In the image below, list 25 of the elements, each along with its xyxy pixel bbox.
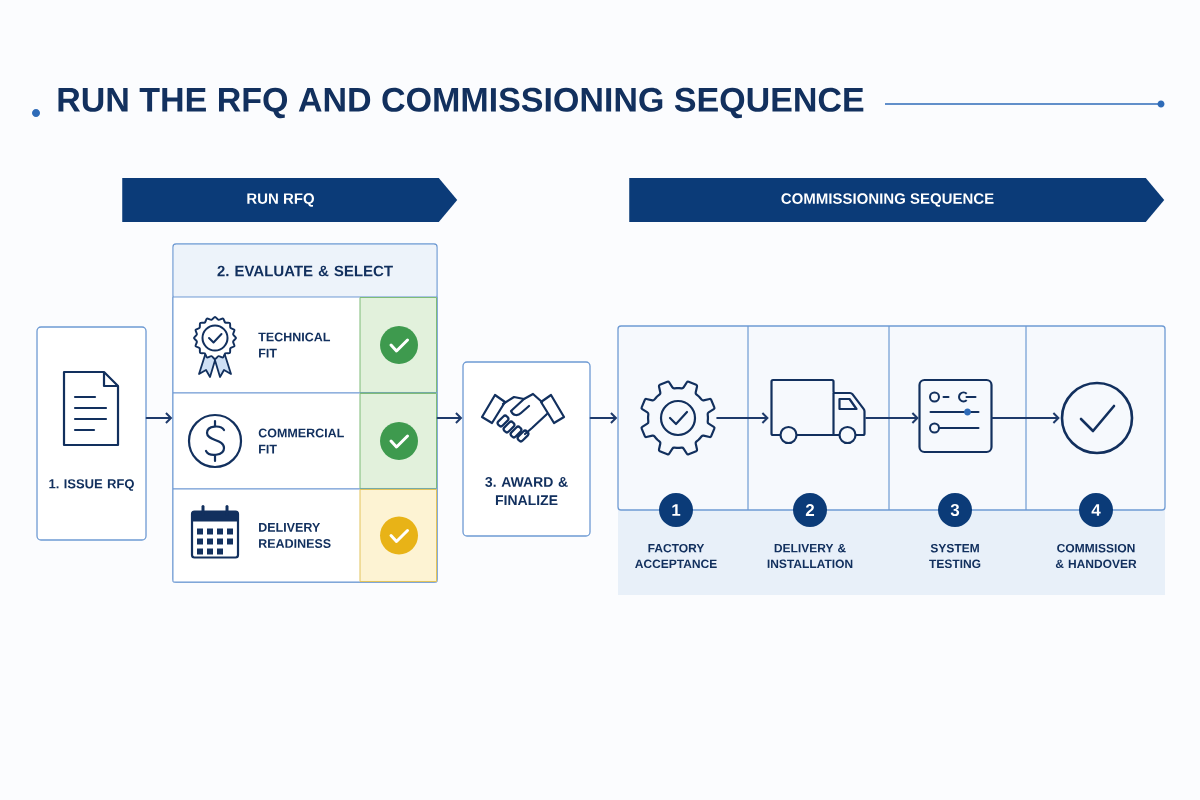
- number-badge: 4: [1079, 493, 1113, 527]
- step-label: SYSTEM TESTING: [929, 543, 981, 569]
- sliders-icon: [918, 378, 993, 454]
- title: RUN THE RFQ AND COMMISSIONING SEQUENCE: [58, 87, 864, 119]
- arrow: [436, 412, 463, 424]
- step-label: COMMISSION & HANDOVER: [1055, 543, 1137, 569]
- process-box: 1. ISSUE RFQ: [36, 326, 147, 541]
- process-box: 3. AWARD & FINALIZE: [462, 361, 591, 537]
- step-label: FACTORY ACCEPTANCE: [635, 543, 717, 569]
- number-badge: 2: [793, 493, 827, 527]
- truck-icon: [770, 378, 866, 445]
- check-circle-icon: [1060, 381, 1134, 455]
- criteria-row: DELIVERY READINESS: [172, 488, 438, 583]
- section-banner: COMMISSIONING SEQUENCE: [629, 178, 1165, 222]
- arrow: [145, 412, 173, 424]
- arrow: [589, 412, 618, 424]
- number-badge: 1: [659, 493, 693, 527]
- arrow: [716, 412, 769, 424]
- number-badge: 3: [938, 493, 972, 527]
- section-banner: RUN RFQ: [122, 178, 458, 222]
- arrow: [865, 412, 919, 424]
- gear-icon: [640, 380, 716, 456]
- step-label: DELIVERY & INSTALLATION: [767, 544, 853, 568]
- criteria-row: COMMERCIAL FIT: [172, 392, 438, 490]
- arrow: [991, 412, 1060, 424]
